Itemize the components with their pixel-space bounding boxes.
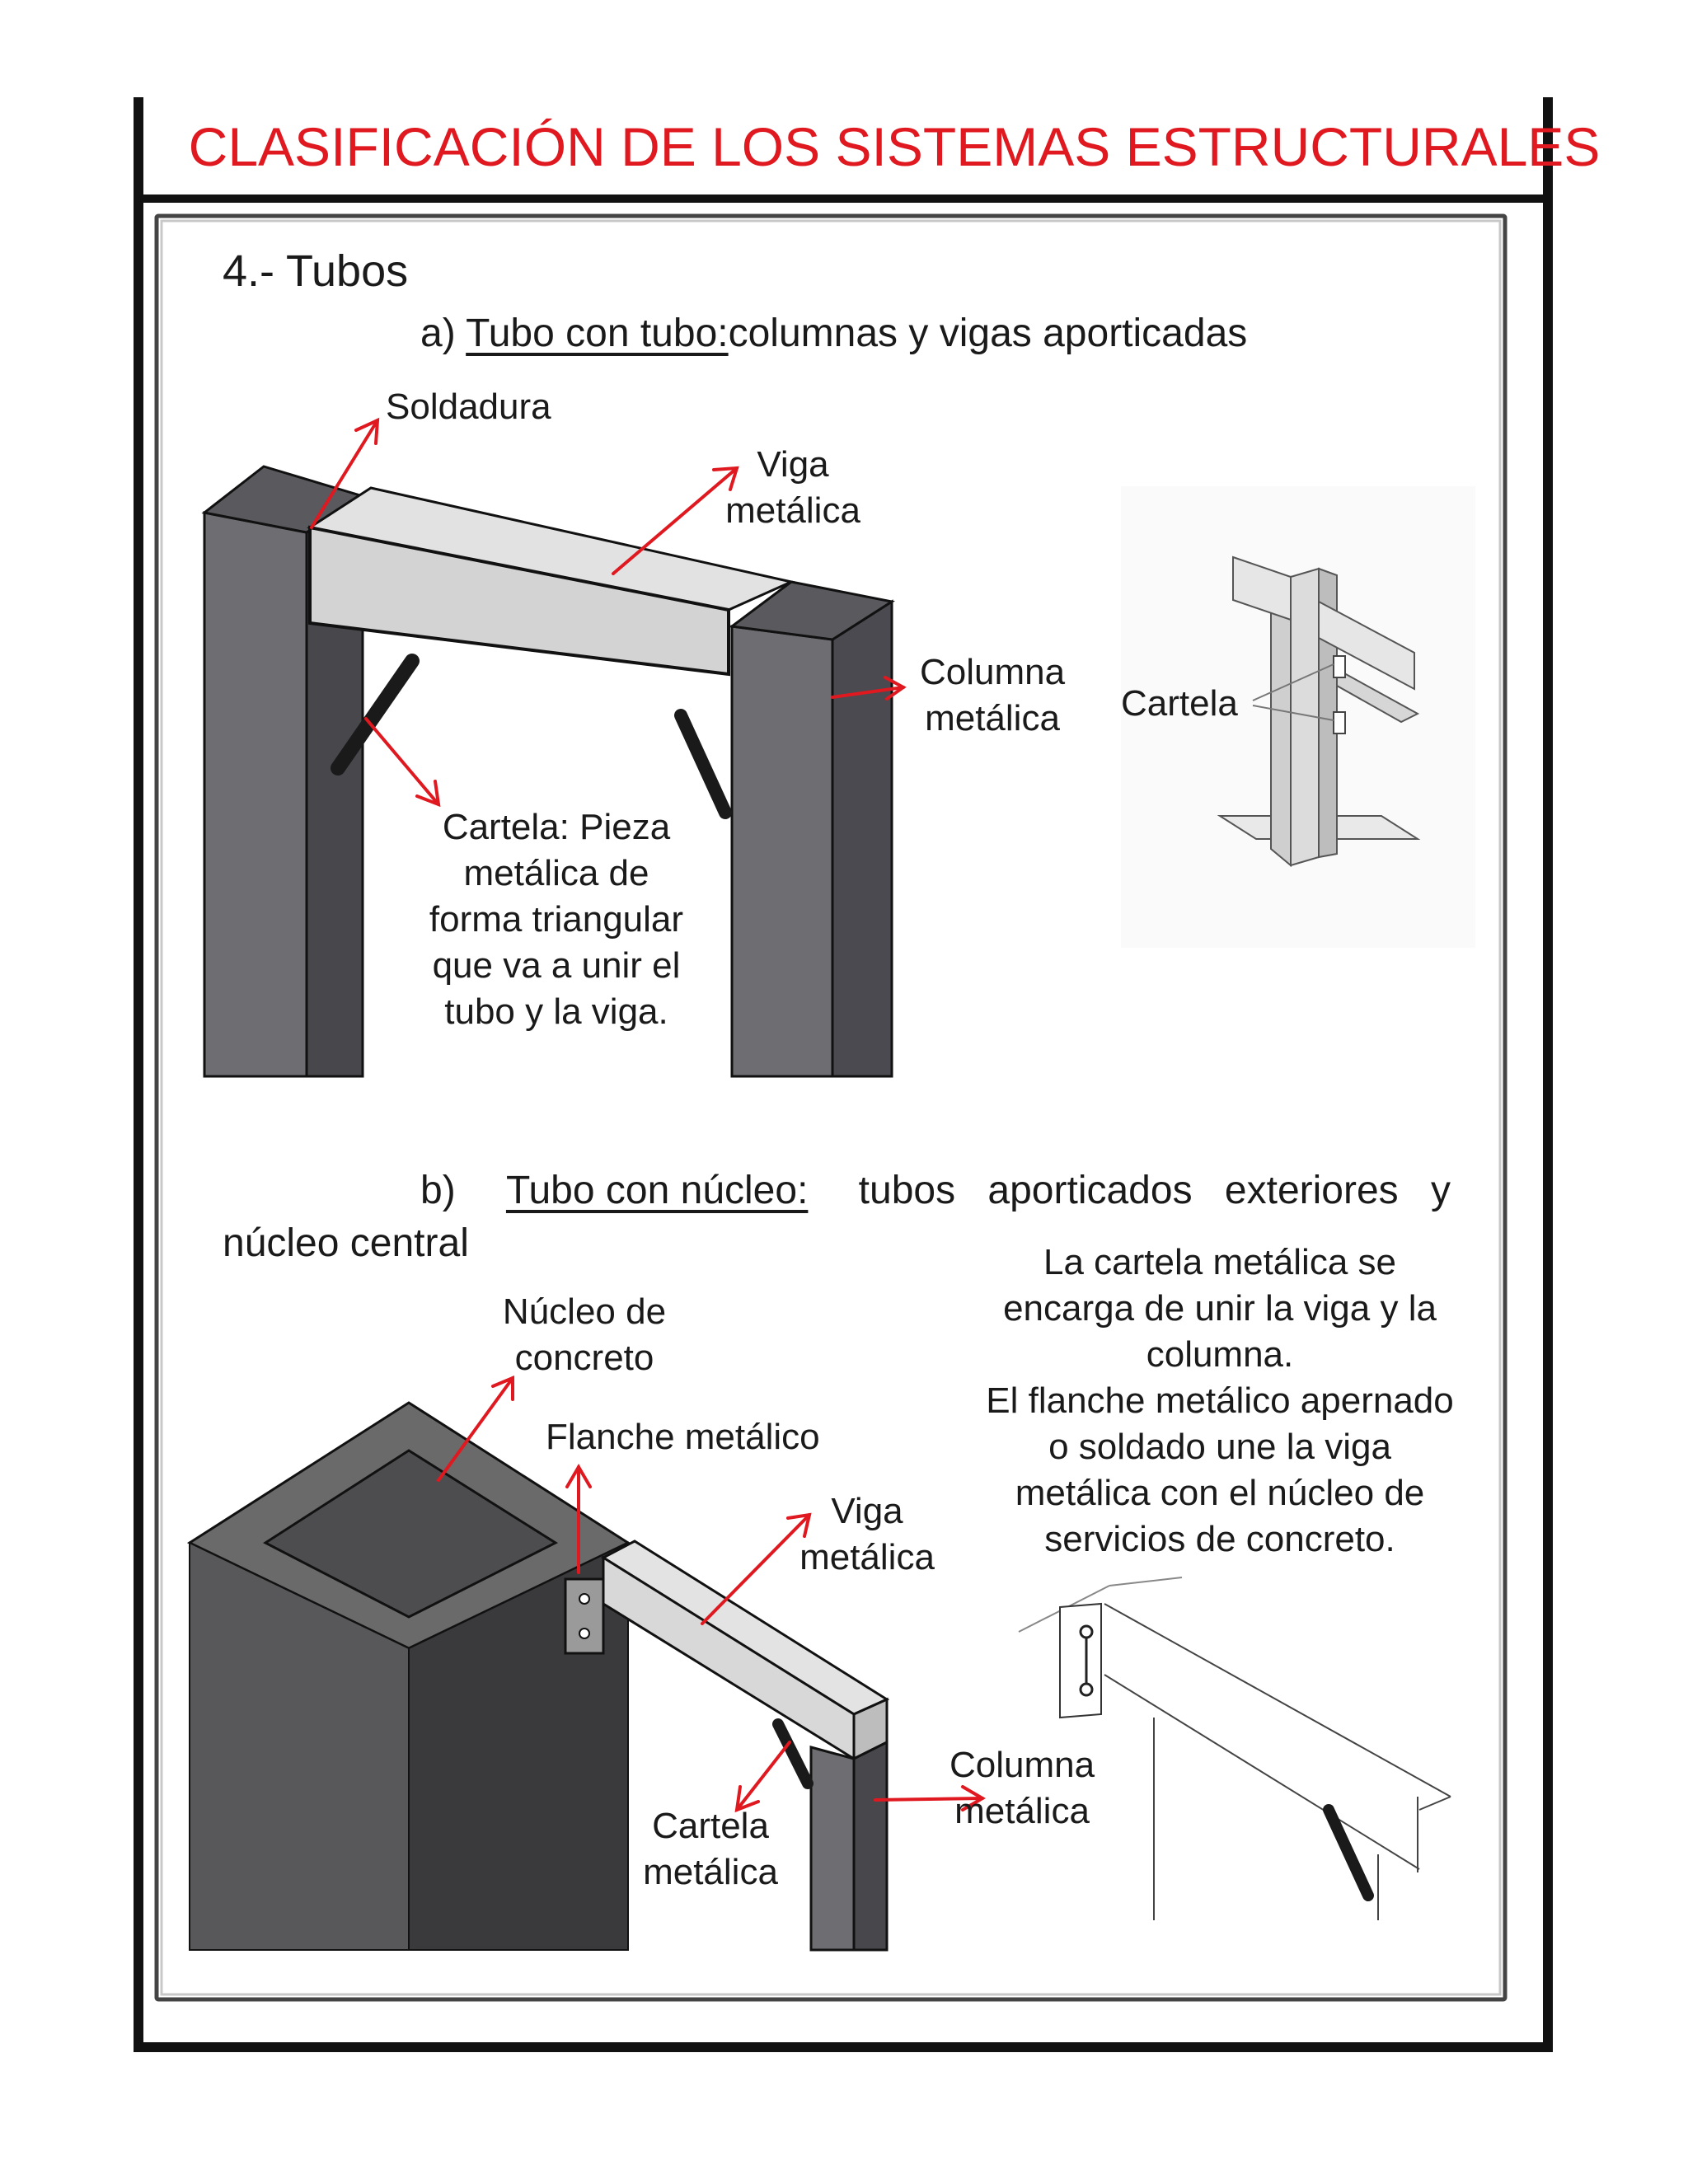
- label-cartela-a: Cartela: Pieza metálica de forma triangu…: [429, 807, 684, 1032]
- subsection-a-rest: columnas y vigas aporticadas: [728, 312, 1248, 355]
- label-viga-b: Viga metálica: [799, 1491, 935, 1577]
- subsection-b-prefix: b): [420, 1169, 456, 1212]
- section-heading: 4.- Tubos: [223, 246, 409, 296]
- description-b: La cartela metálica se encarga de unir l…: [986, 1242, 1454, 1559]
- portal-frame-drawing: [201, 465, 895, 1078]
- subsection-b-heading: b) Tubo con núcleo: tubos aporticados ex…: [420, 1165, 1451, 1216]
- inner-frame: [154, 213, 1507, 2002]
- label-columna-a: Columna metálica: [919, 652, 1066, 738]
- subsection-a-heading: a) Tubo con tubo:columnas y vigas aporti…: [420, 308, 1247, 359]
- subsection-a-prefix: a): [420, 312, 456, 355]
- outer-frame: [134, 97, 1553, 2052]
- label-cartela-side: Cartela: [1121, 683, 1238, 724]
- label-nucleo: Núcleo de concreto: [502, 1291, 667, 1378]
- label-viga-a: Viga metálica: [725, 444, 860, 531]
- label-columna-b: Columna metálica: [949, 1745, 1095, 1831]
- subsection-b-rest: tubos aporticados exteriores y: [858, 1169, 1451, 1212]
- label-cartela-b: Cartela metálica: [643, 1806, 778, 1892]
- subsection-a-underlined: Tubo con tubo:: [466, 312, 729, 355]
- core-tube-drawing: [186, 1401, 890, 1952]
- label-soldadura: Soldadura: [386, 387, 551, 427]
- page-title: CLASIFICACIÓN DE LOS SISTEMAS ESTRUCTURA…: [188, 116, 1601, 177]
- annotation-arrows: [310, 417, 986, 1813]
- flange-detail-drawing: [1018, 1577, 1451, 1920]
- subsection-b-underlined: Tubo con núcleo:: [505, 1169, 809, 1212]
- subsection-b-line2: núcleo central: [223, 1221, 469, 1265]
- steel-column-detail: [1121, 486, 1475, 948]
- label-flanche: Flanche metálico: [546, 1417, 820, 1457]
